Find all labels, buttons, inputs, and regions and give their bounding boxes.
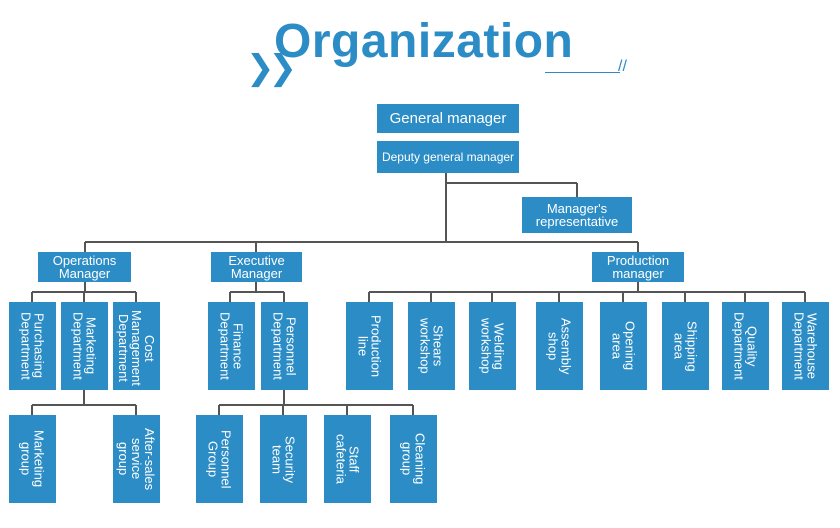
title-slash-decoration: // (618, 58, 627, 75)
node-managers-representative: Manager's representative (522, 197, 632, 233)
node-shipping-area: Shipping area (662, 302, 709, 390)
node-welding-workshop: Welding workshop (469, 302, 516, 390)
node-warehouse-department: Warehouse Department (782, 302, 829, 390)
node-opening-area: Opening area (600, 302, 647, 390)
node-shears-workshop: Shears workshop (408, 302, 455, 390)
node-quality-department: Quality Department (722, 302, 769, 390)
node-operations-manager: Operations Manager (38, 252, 131, 282)
page-title: Organization (274, 15, 574, 68)
node-cost-management-department: Cost Management Department (113, 302, 160, 390)
node-security-team: Security team (260, 415, 307, 503)
node-personnel-department: Personnel Department (261, 302, 308, 390)
node-executive-manager: Executive Manager (211, 252, 302, 282)
node-marketing-department: Marketing Department (61, 302, 108, 390)
node-purchasing-department: Purchasing Department (9, 302, 56, 390)
node-production-line: Production line (346, 302, 393, 390)
node-after-sales-service-group: After-sales service group (113, 415, 160, 503)
node-finance-department: Finance Department (208, 302, 255, 390)
node-staff-cafeteria: Staff cafeteria (324, 415, 371, 503)
node-marketing-group: Marketing group (9, 415, 56, 503)
title-underline-decoration (545, 72, 620, 73)
node-production-manager: Production manager (592, 252, 684, 282)
node-personnel-group: Personnel Group (196, 415, 243, 503)
double-chevron-right-icon: ❯❯ (246, 49, 297, 87)
node-general-manager: General manager (377, 104, 519, 133)
node-deputy-general-manager: Deputy general manager (377, 141, 519, 173)
node-assembly-shop: Assembly shop (536, 302, 583, 390)
node-cleaning-group: Cleaning group (390, 415, 437, 503)
